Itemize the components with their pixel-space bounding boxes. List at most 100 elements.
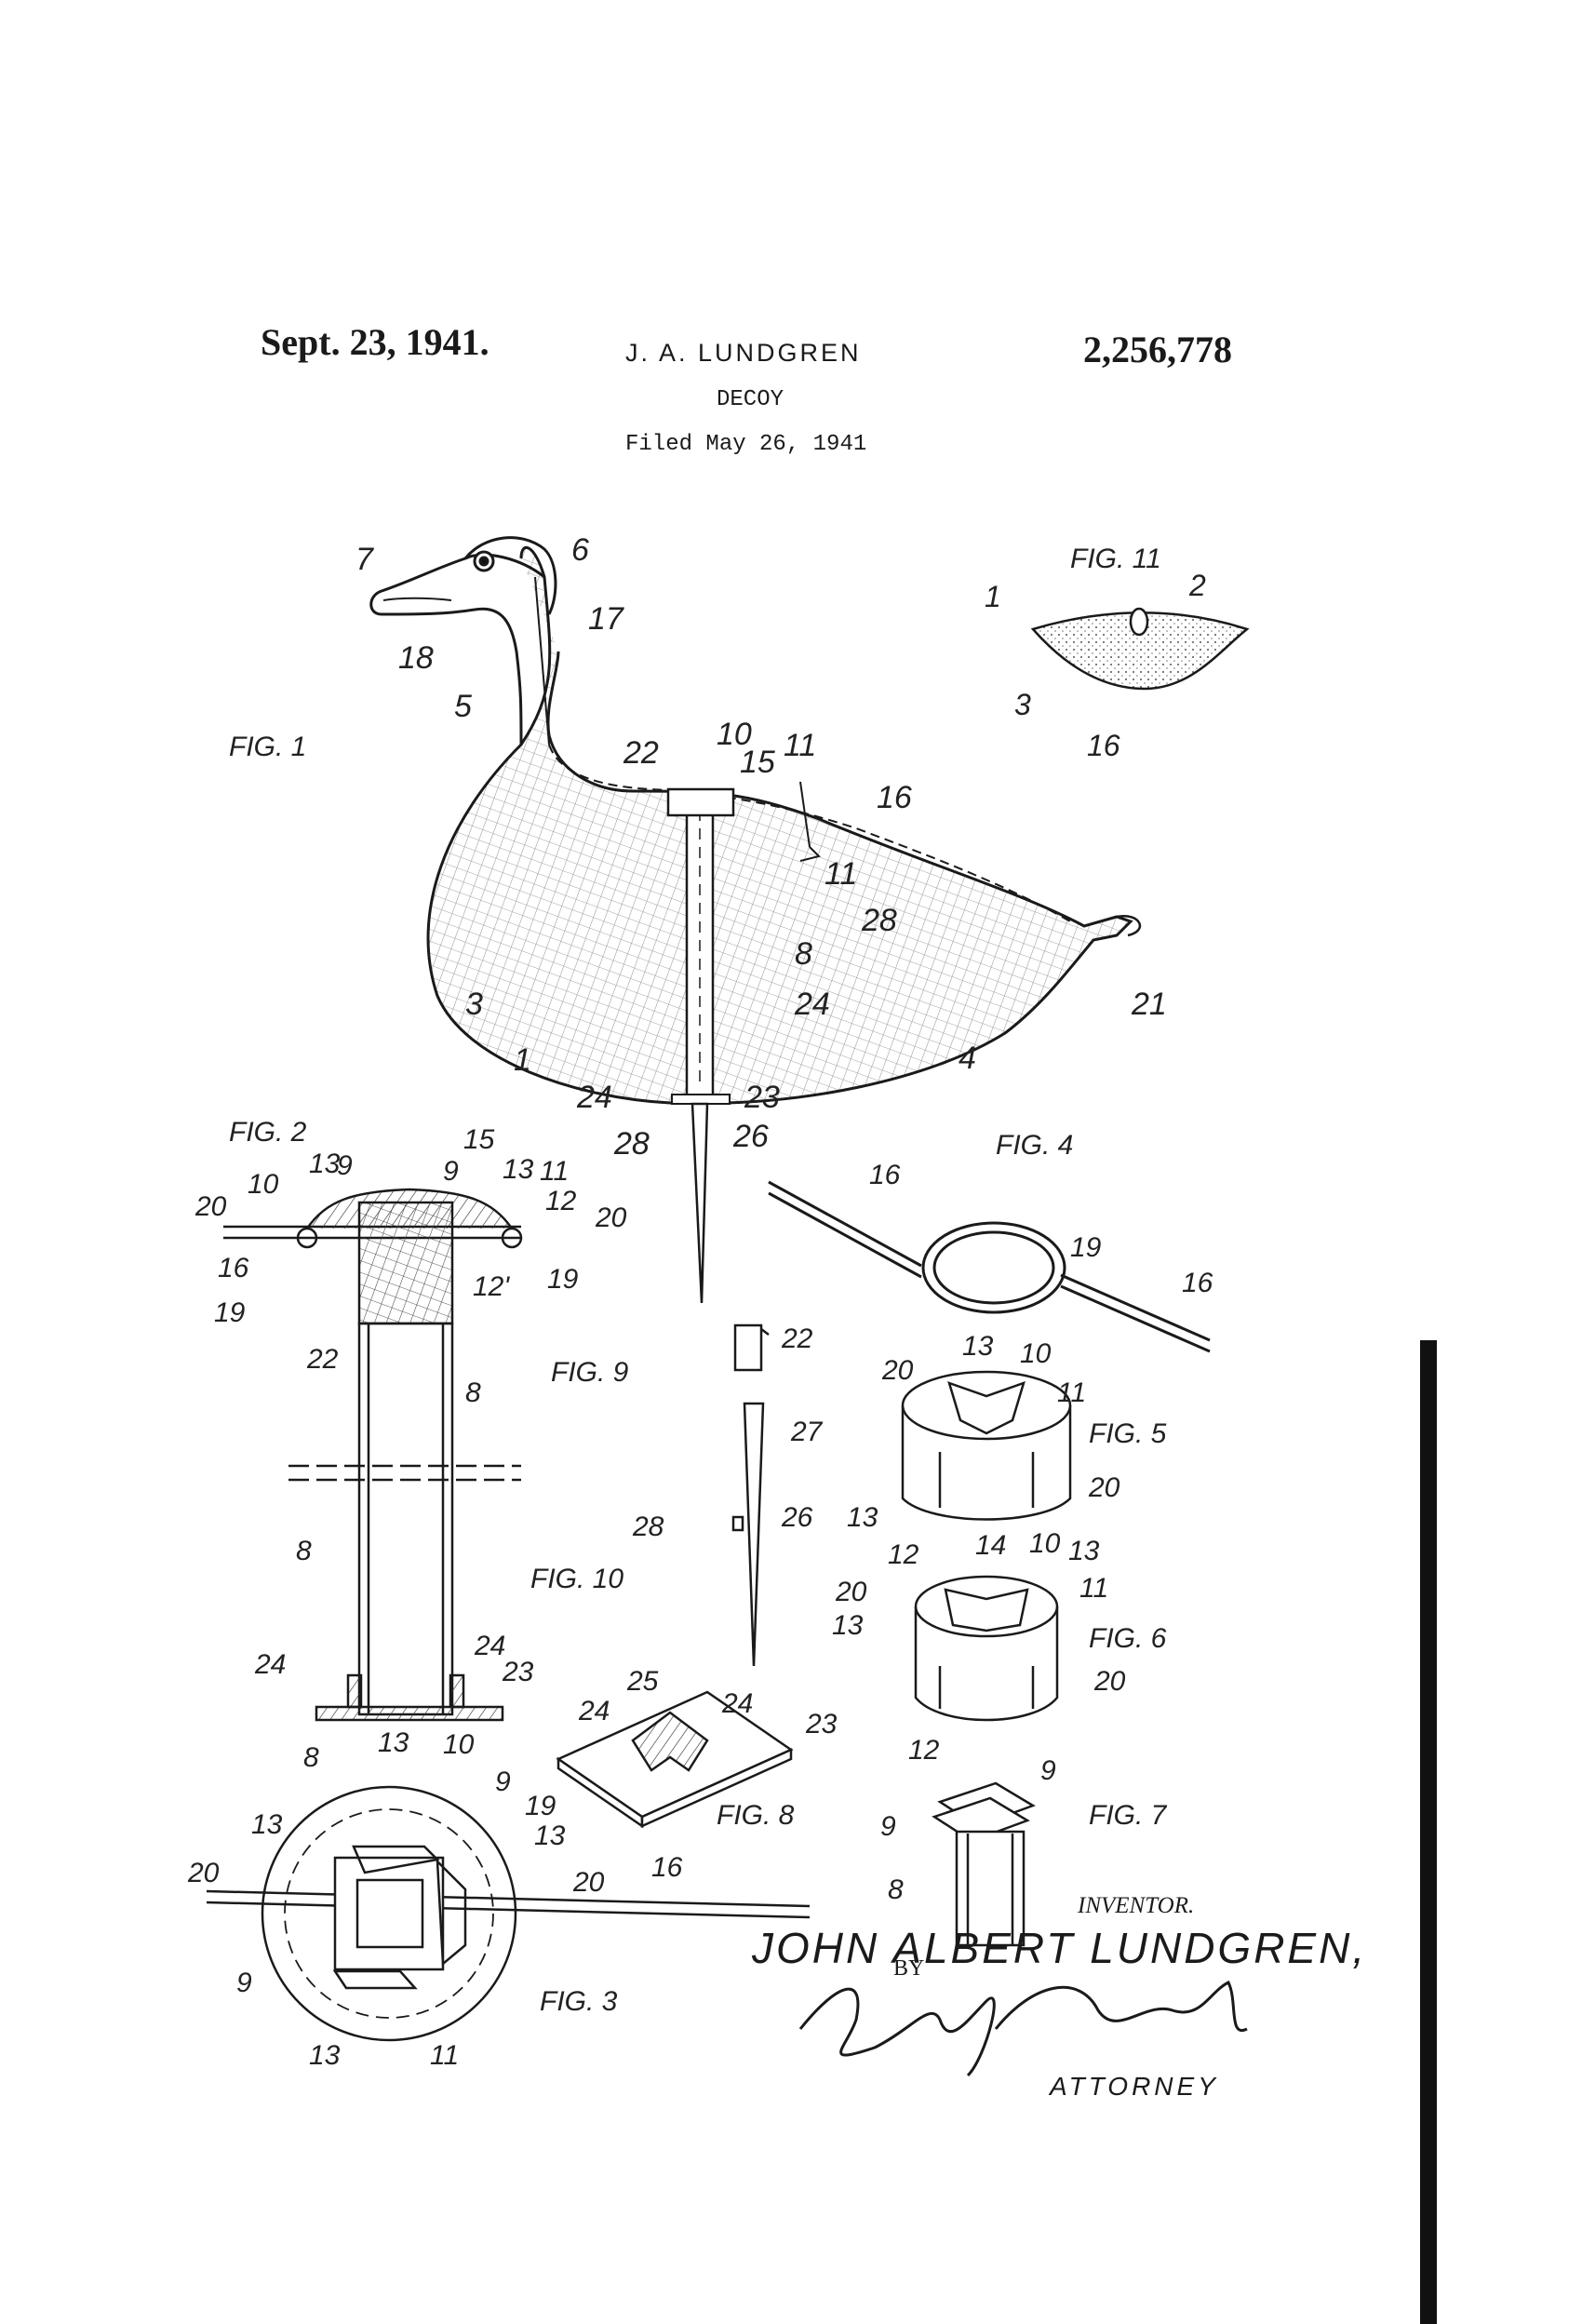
fig1-reference-numerals: 7 6 17 18 5 22 10 15 11 16 11 28 8 24 3 … — [355, 532, 1167, 1162]
numeral-28-stake: 28 — [613, 1126, 650, 1162]
numeral-19-fig4: 19 — [1070, 1232, 1102, 1263]
numeral-13-fig3-right: 13 — [534, 1820, 566, 1851]
numeral-16: 16 — [877, 780, 912, 815]
numeral-20-fig6-left: 20 — [835, 1577, 867, 1607]
fig1-label: FIG. 1 — [229, 732, 306, 762]
by-label: BY — [893, 1956, 925, 1981]
numeral-3-body: 3 — [465, 987, 483, 1022]
attorney-signature-mark — [798, 1980, 1248, 2077]
numeral-11-fig5: 11 — [1057, 1377, 1086, 1408]
fig7-label: FIG. 7 — [1089, 1800, 1168, 1831]
numeral-3-fig11: 3 — [1014, 688, 1031, 721]
numeral-13-fig6-left: 13 — [832, 1610, 864, 1641]
fig9-block-drawing — [733, 1323, 770, 1372]
numeral-11-fig3: 11 — [430, 2040, 459, 2071]
numeral-15-fig2: 15 — [463, 1124, 495, 1155]
numeral-20-fig3-left: 20 — [187, 1858, 220, 1888]
fig3-top-view-drawing — [206, 1785, 811, 2042]
numeral-6: 6 — [571, 532, 589, 568]
numeral-18: 18 — [398, 640, 434, 676]
fig5-reference-numerals: 20 13 10 11 20 13 12 — [847, 1331, 1120, 1570]
fig3-reference-numerals: 8 13 10 9 19 13 13 20 20 16 9 13 11 — [187, 1727, 683, 2071]
numeral-13-fig2-a: 13 — [309, 1149, 341, 1179]
numeral-10-fig2: 10 — [248, 1169, 279, 1200]
numeral-1-fig11: 1 — [985, 580, 1001, 613]
fig2-label: FIG. 2 — [229, 1117, 307, 1148]
fig7-tube-drawing — [932, 1781, 1036, 1947]
numeral-13-fig3-top: 13 — [378, 1727, 409, 1758]
numeral-1-body: 1 — [514, 1042, 531, 1078]
numeral-13-fig5-bottom: 13 — [847, 1502, 878, 1533]
filed-date: Filed May 26, 1941 — [625, 432, 867, 457]
numeral-11-top: 11 — [784, 728, 816, 763]
numeral-10: 10 — [717, 717, 752, 752]
numeral-24-fig2-right: 24 — [474, 1631, 505, 1661]
fig8-label: FIG. 8 — [717, 1800, 795, 1831]
numeral-20-fig6-right: 20 — [1093, 1666, 1126, 1697]
fig1-decoy-drawing — [369, 536, 1141, 1304]
patent-number: 2,256,778 — [1083, 329, 1232, 370]
numeral-14-fig6: 14 — [975, 1530, 1006, 1561]
fig4-label: FIG. 4 — [996, 1130, 1073, 1161]
fig2-section-drawing — [223, 1188, 523, 1722]
fig11-label: FIG. 11 — [1070, 544, 1161, 574]
numeral-26-fig10: 26 — [781, 1502, 813, 1533]
numeral-24-fig2-left: 24 — [254, 1649, 286, 1680]
numeral-13-fig5-top: 13 — [962, 1331, 994, 1362]
fig4-reference-numerals: 16 19 16 — [869, 1160, 1213, 1298]
numeral-4: 4 — [959, 1041, 976, 1076]
numeral-9-fig2-b: 9 — [443, 1156, 459, 1187]
attorney-label: ATTORNEY — [1050, 2072, 1219, 2101]
fig11-section-drawing — [1030, 607, 1250, 691]
numeral-12-fig5: 12 — [888, 1539, 919, 1570]
inventor-full-name: JOHN ALBERT LUNDGREN, — [752, 1924, 1368, 1972]
numeral-20-fig3-right: 20 — [572, 1867, 605, 1898]
numeral-20-fig5-left: 20 — [881, 1355, 914, 1386]
numeral-16-fig11: 16 — [1087, 729, 1120, 762]
numeral-8-fig2-a: 8 — [465, 1377, 481, 1408]
fig6-label: FIG. 6 — [1089, 1623, 1167, 1654]
numeral-10-fig5: 10 — [1020, 1338, 1052, 1369]
fig2-reference-numerals: 13 9 10 20 15 9 13 11 12 20 16 19 12' 19… — [194, 1124, 627, 1687]
numeral-21: 21 — [1131, 987, 1167, 1022]
numeral-9-fig7-top: 9 — [1040, 1755, 1056, 1786]
numeral-22: 22 — [623, 735, 659, 771]
fig3-label: FIG. 3 — [540, 1986, 618, 2017]
numeral-22-fig9: 22 — [781, 1323, 813, 1354]
numeral-27-fig10: 27 — [790, 1417, 824, 1447]
numeral-12-fig2: 12 — [545, 1186, 577, 1216]
numeral-16-fig3: 16 — [651, 1852, 683, 1883]
patent-date: Sept. 23, 1941. — [261, 321, 489, 363]
fig9-label: FIG. 9 — [551, 1357, 629, 1388]
fig10-stake-drawing — [731, 1402, 765, 1667]
numeral-20-fig5-right: 20 — [1088, 1472, 1120, 1503]
numeral-15: 15 — [740, 745, 775, 780]
numeral-8-fig3: 8 — [303, 1742, 319, 1773]
numeral-2-fig11: 2 — [1188, 569, 1206, 602]
numeral-8-fig7: 8 — [888, 1874, 904, 1905]
numeral-23-body: 23 — [744, 1080, 780, 1115]
fig7-reference-numerals: 9 9 8 — [880, 1755, 1056, 1905]
numeral-28-body: 28 — [861, 903, 897, 938]
scan-edge-bar — [1420, 1340, 1437, 2324]
numeral-17: 17 — [588, 601, 624, 637]
numeral-9-fig3-b: 9 — [236, 1968, 252, 1998]
numeral-22-fig2: 22 — [306, 1344, 339, 1375]
numeral-9-fig7-left: 9 — [880, 1811, 896, 1842]
numeral-8-body: 8 — [795, 936, 812, 972]
patent-title: DECOY — [717, 387, 784, 412]
inventor-label: INVENTOR. — [1078, 1893, 1195, 1918]
numeral-10-fig6: 10 — [1029, 1528, 1061, 1559]
numeral-16-fig4-a: 16 — [869, 1160, 901, 1190]
numeral-9-fig2-a: 9 — [337, 1150, 353, 1181]
fig8-reference-numerals: 25 24 24 23 — [578, 1666, 838, 1740]
numeral-26-stake: 26 — [732, 1119, 769, 1154]
numeral-16-fig2: 16 — [218, 1253, 249, 1283]
numeral-13-fig3-left: 13 — [251, 1809, 283, 1840]
numeral-25-fig8: 25 — [626, 1666, 659, 1697]
fig5-label: FIG. 5 — [1089, 1418, 1167, 1449]
numeral-24-bottom: 24 — [576, 1080, 612, 1115]
numeral-16-fig4-b: 16 — [1182, 1268, 1213, 1298]
numeral-19-fig2-right: 19 — [547, 1264, 579, 1295]
numeral-20-fig2-left: 20 — [194, 1191, 227, 1222]
